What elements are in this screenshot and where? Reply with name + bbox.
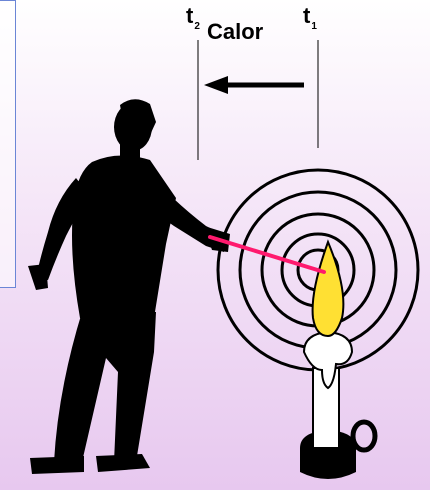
candle-icon	[300, 318, 375, 479]
arrow-left-icon	[204, 76, 304, 94]
flame-icon	[313, 242, 344, 336]
person-silhouette	[28, 99, 230, 474]
